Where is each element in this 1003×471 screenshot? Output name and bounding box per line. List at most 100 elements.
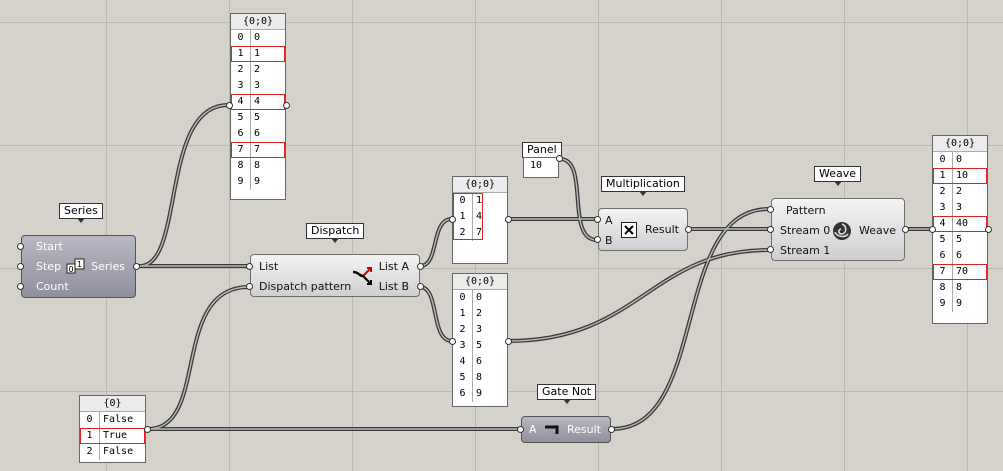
value-panel[interactable]: 10 — [523, 157, 559, 178]
weave-input-stream0: Stream 0 — [780, 224, 831, 237]
dispatch-component[interactable]: List Dispatch pattern List A List B — [250, 254, 420, 297]
gate-not-component[interactable]: A Result — [521, 416, 611, 443]
panel-row-index: 6 — [933, 248, 953, 264]
weave-pattern-port[interactable] — [767, 206, 774, 213]
listb-panel-out-port[interactable] — [505, 338, 512, 345]
series-tag: Series — [59, 203, 103, 223]
lista-panel-in-port[interactable] — [449, 216, 456, 223]
panel-row-value: 9 — [254, 176, 261, 187]
multiplication-tag: Multiplication — [601, 176, 685, 196]
panel-row-value: True — [103, 430, 128, 441]
panel-row-index: 0 — [80, 412, 100, 428]
panel-row-value: 1 — [476, 195, 483, 206]
value-panel-port[interactable] — [556, 155, 563, 162]
panel-row-value: 3 — [476, 324, 483, 335]
result-panel-header: {0;0} — [933, 136, 987, 152]
panel-row-value: 1 — [254, 48, 261, 59]
weave-tag: Weave — [814, 166, 862, 186]
panel-row-index: 5 — [231, 110, 251, 126]
dispatch-output-listb: List B — [378, 280, 409, 293]
panel-row-index: 7 — [231, 142, 251, 158]
panel-row-index: 2 — [453, 322, 473, 338]
dispatch-list-port[interactable] — [246, 263, 253, 270]
mult-b-port[interactable] — [594, 236, 601, 243]
panel-row-index: 1 — [453, 209, 473, 225]
panel-row-value: 4 — [476, 211, 483, 222]
series-count-port[interactable] — [17, 283, 24, 290]
dispatch-lista-port[interactable] — [417, 263, 424, 270]
panel-row-value: 2 — [476, 308, 483, 319]
panel-row-index: 1 — [80, 428, 100, 444]
panel-row-index: 4 — [933, 216, 953, 232]
dispatch-pattern-port[interactable] — [246, 283, 253, 290]
listb-panel-in-port[interactable] — [449, 338, 456, 345]
panel-row-value: 2 — [254, 64, 261, 75]
mult-output-result: Result — [645, 223, 679, 236]
wire-listb-to-panel — [418, 285, 454, 343]
lista-highlight — [453, 193, 483, 240]
multiplication-component[interactable]: A B Result — [598, 208, 688, 251]
weave-output-port[interactable] — [902, 226, 909, 233]
panel-row-value: 8 — [254, 160, 261, 171]
gate-result-port[interactable] — [608, 426, 615, 433]
series-input-step: Step — [36, 260, 62, 273]
result-panel-out-port[interactable] — [985, 226, 992, 233]
series-panel-in-port[interactable] — [226, 102, 233, 109]
dispatch-icon — [351, 266, 373, 291]
mult-a-port[interactable] — [594, 216, 601, 223]
panel-row-index: 2 — [231, 62, 251, 78]
series-start-port[interactable] — [17, 243, 24, 250]
panel-row-value: 5 — [254, 112, 261, 123]
dispatch-input-list: List — [259, 260, 279, 273]
panel-row-index: 3 — [453, 338, 473, 354]
dispatch-listb-port[interactable] — [417, 283, 424, 290]
panel-row-value: 7 — [476, 227, 483, 238]
wire-pattern-to-dispatch — [146, 285, 251, 431]
lista-panel-out-port[interactable] — [505, 216, 512, 223]
weave-stream1-port[interactable] — [767, 246, 774, 253]
panel-row-value: 2 — [956, 186, 963, 197]
panel-row-index: 8 — [231, 158, 251, 174]
panel-row-value: 0 — [476, 292, 483, 303]
series-step-port[interactable] — [17, 263, 24, 270]
lista-panel-header: {0;0} — [453, 177, 507, 193]
panel-row-index: 7 — [933, 264, 953, 280]
series-panel-out-port[interactable] — [283, 102, 290, 109]
panel-row-index: 9 — [933, 296, 953, 312]
weave-output-label: Weave — [858, 224, 896, 237]
weave-stream0-port[interactable] — [767, 226, 774, 233]
mult-result-port[interactable] — [685, 226, 692, 233]
mult-input-b: B — [605, 234, 613, 247]
result-panel-in-port[interactable] — [929, 226, 936, 233]
weave-component[interactable]: Pattern Stream 0 Stream 1 Weave — [771, 198, 905, 261]
series-output-port[interactable] — [133, 263, 140, 270]
series-panel-header: {0;0} — [231, 14, 285, 30]
gate-a-port[interactable] — [517, 426, 524, 433]
panel-row-value: 40 — [956, 218, 969, 229]
panel-row-index: 0 — [453, 193, 473, 209]
listb-panel-header: {0;0} — [453, 274, 507, 290]
svg-text:0: 0 — [69, 265, 74, 274]
pattern-panel-out-port[interactable] — [144, 426, 151, 433]
panel-row-index: 2 — [453, 225, 473, 241]
